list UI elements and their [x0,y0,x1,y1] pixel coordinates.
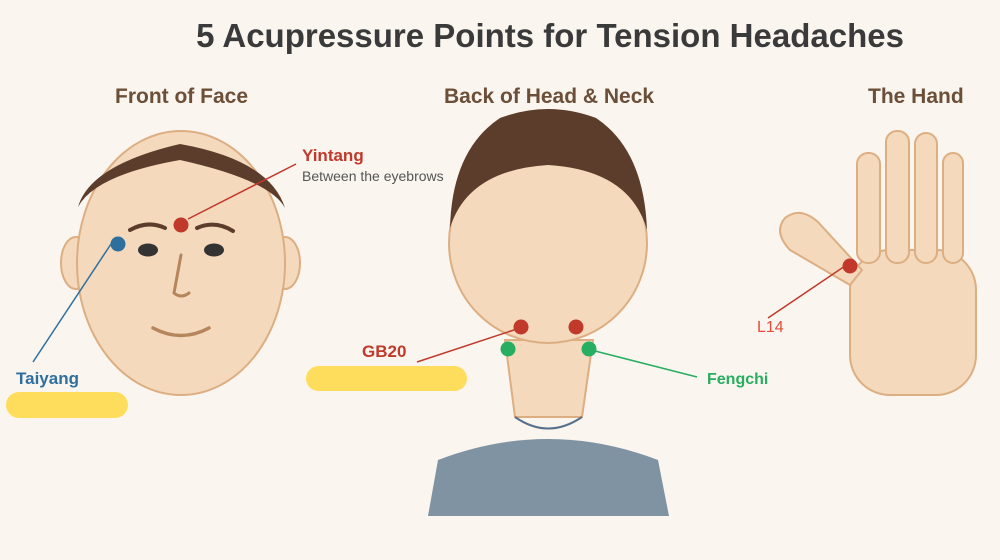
section-title-front: Front of Face [115,85,249,108]
yintang-label: Yintang [302,146,364,165]
shirt-shoulders [428,439,669,516]
gb20-label: GB20 [362,342,407,361]
collar [514,416,583,430]
yintang-point [173,217,189,233]
gb20-point-left [513,319,529,335]
acupressure-points [110,217,858,357]
taiyang-label: Taiyang [16,369,79,388]
mouth [151,326,211,338]
right-eye [204,243,224,257]
gb20-point-right [568,319,584,335]
palm [849,249,977,396]
finger-ring [914,132,938,264]
front-hairline [78,144,285,208]
taiyang-description-highlight [6,392,128,418]
yintang-leader-line [187,163,297,220]
left-eye [138,243,158,257]
yintang-description: Between the eyebrows [302,168,444,184]
gb20-leader-line [416,328,518,363]
fengchi-point-right [581,341,597,357]
fengchi-leader-line [594,350,698,378]
thumb [779,211,863,286]
fengchi-label: Fengchi [707,371,769,388]
li4-label: L14 [757,319,784,336]
taiyang-leader-line [32,243,112,363]
section-title-back: Back of Head & Neck [444,85,655,108]
li4-point [842,258,858,274]
back-hair [450,109,647,230]
front-face-illustration [60,130,301,396]
gb20-description-highlight [306,366,467,391]
finger-little [942,152,964,264]
left-eyebrow [128,222,167,232]
right-eyebrow [195,222,235,233]
li4-leader-line [767,265,846,319]
section-title-hand: The Hand [868,85,964,108]
fengchi-point-left [500,341,516,357]
nose [172,253,191,298]
page-title: 5 Acupressure Points for Tension Headach… [196,17,904,54]
finger-index [856,152,881,264]
finger-middle [885,130,910,264]
hand-illustration [779,130,977,396]
back-head-illustration [428,109,669,516]
neck [503,339,595,418]
leader-lines [32,163,846,378]
taiyang-point [110,236,126,252]
